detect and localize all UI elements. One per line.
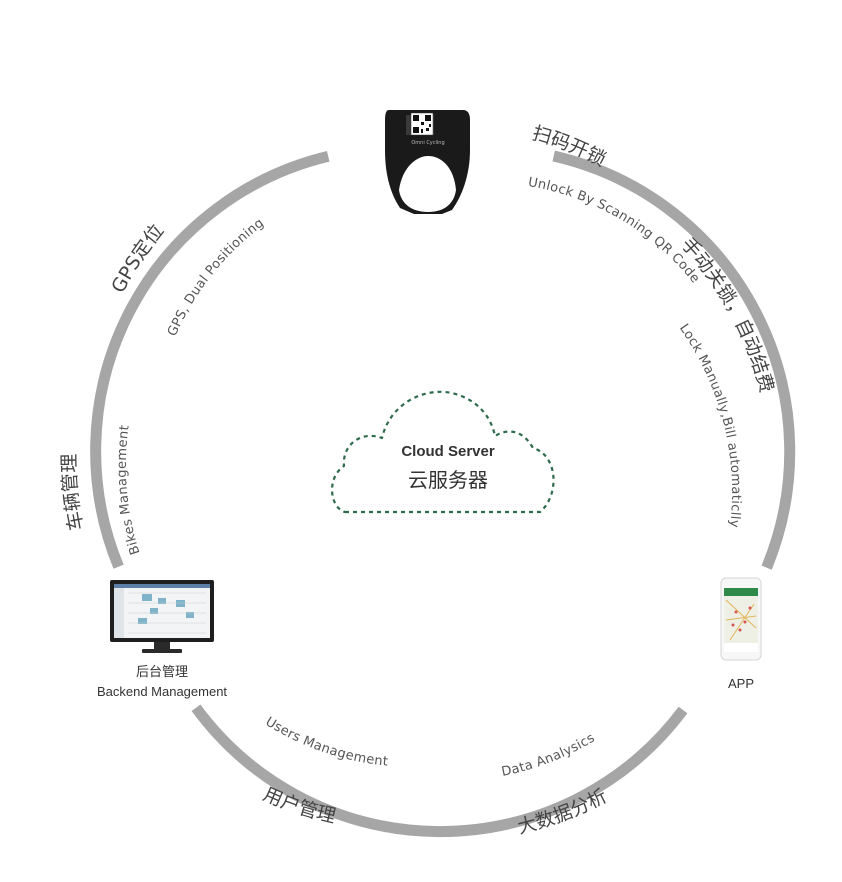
cloud-server: Cloud Server 云服务器 — [330, 390, 555, 514]
backend-monitor: 后台管理 Backend Management — [97, 580, 227, 699]
users-label-cn: 用户管理 — [260, 783, 338, 827]
ring-segment-top-right — [552, 150, 796, 570]
data-label-en: Data Analysics — [500, 731, 597, 780]
app-phone: APP — [720, 577, 762, 691]
lock-label-en: Lock Manually,Bill automaticlly — [676, 321, 743, 528]
smart-lock-device: Omni Cycling — [385, 110, 470, 214]
data-label-cn: 大数据分析 — [515, 785, 610, 838]
users-label-en: Users Management — [263, 714, 389, 769]
cloud-icon — [330, 390, 555, 514]
scan-label-en: Unlock By Scanning QR Code — [527, 175, 703, 286]
outer-ring — [90, 150, 796, 838]
backend-label-en: Backend Management — [97, 684, 227, 699]
ring-segment-left — [90, 150, 330, 569]
lock-shackle-opening — [399, 156, 456, 212]
app-label: APP — [728, 676, 754, 691]
lock-brand-text: Omni Cycling — [411, 140, 444, 146]
monitor-screen — [114, 584, 210, 638]
bikes-label-en: Bikes Management — [115, 424, 144, 556]
backend-label-cn: 后台管理 — [136, 664, 188, 679]
cloud-title-cn: 云服务器 — [408, 469, 488, 492]
ring-segment-bottom — [191, 704, 688, 838]
cloud-title-en: Cloud Server — [401, 443, 495, 460]
bikes-label-cn: 车辆管理 — [59, 454, 88, 533]
monitor-stand — [142, 649, 182, 653]
